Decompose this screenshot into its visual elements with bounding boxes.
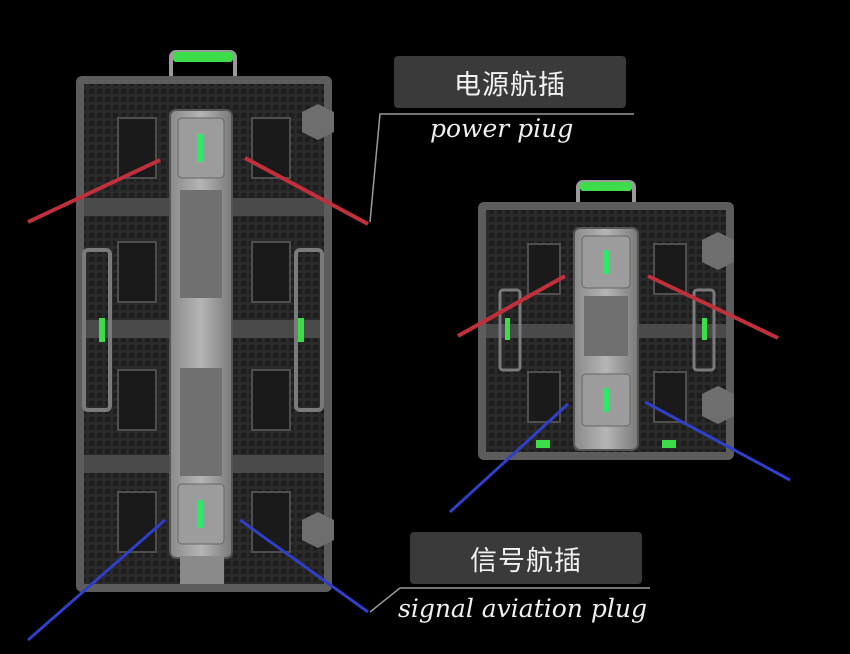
large-cabinet-handle-grip xyxy=(173,52,233,62)
large-power-indicator xyxy=(197,134,203,162)
small-power-indicator xyxy=(603,250,609,274)
large-signal-indicator xyxy=(197,500,203,528)
signal-plug-label-cn: 信号航插 xyxy=(410,532,642,584)
signal-plug-label-en: signal aviation plug xyxy=(398,594,647,623)
power-plug-label-cn: 电源航插 xyxy=(394,56,626,108)
small-cabinet-handle-grip xyxy=(580,182,632,191)
large-led-cabinet xyxy=(76,52,334,592)
small-led-cabinet xyxy=(478,182,734,460)
small-signal-indicator xyxy=(603,388,609,412)
power-plug-label-en: power piug xyxy=(430,114,573,143)
